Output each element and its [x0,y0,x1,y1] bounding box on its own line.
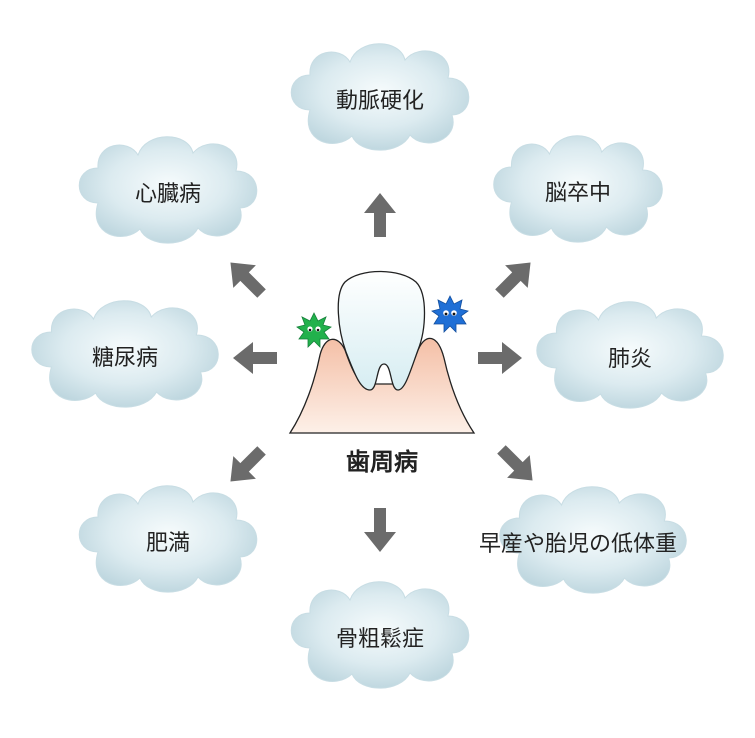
label-pneumonia: 肺炎 [608,347,652,372]
arrow-up-right [488,251,542,305]
label-heart-disease: 心臓病 [135,182,201,207]
cloud-osteoporosis: 骨粗鬆症 [290,581,470,689]
cloud-diabetes: 糖尿病 [31,300,219,408]
label-premature-birth: 早産や胎児の低体重 [479,532,677,557]
tooth-icon [337,270,426,391]
label-diabetes: 糖尿病 [92,346,158,371]
arrow-up [364,193,396,237]
arrow-up-left [219,251,273,305]
arrow-left [233,342,277,374]
arrow-down-right [490,438,544,492]
arrow-down [364,508,396,552]
cloud-pneumonia: 肺炎 [536,301,724,409]
cloud-premature-birth: 早産や胎児の低体重 [479,486,687,594]
label-arteriosclerosis: 動脈硬化 [336,89,424,114]
cloud-heart-disease: 心臓病 [78,136,258,244]
green-germ-icon [296,312,332,348]
label-stroke: 脳卒中 [545,181,611,206]
cloud-stroke: 脳卒中 [493,135,663,243]
cloud-arteriosclerosis: 動脈硬化 [290,43,470,151]
arrow-down-left [219,439,273,493]
tooth-gum-illustration: 歯周病 [288,270,476,476]
arrow-right [478,342,522,374]
label-obesity: 肥満 [146,531,190,556]
cloud-obesity: 肥満 [78,485,258,593]
label-osteoporosis: 骨粗鬆症 [336,627,424,652]
blue-germ-icon [431,295,469,333]
center-label-periodontal-disease: 歯周病 [346,448,418,476]
